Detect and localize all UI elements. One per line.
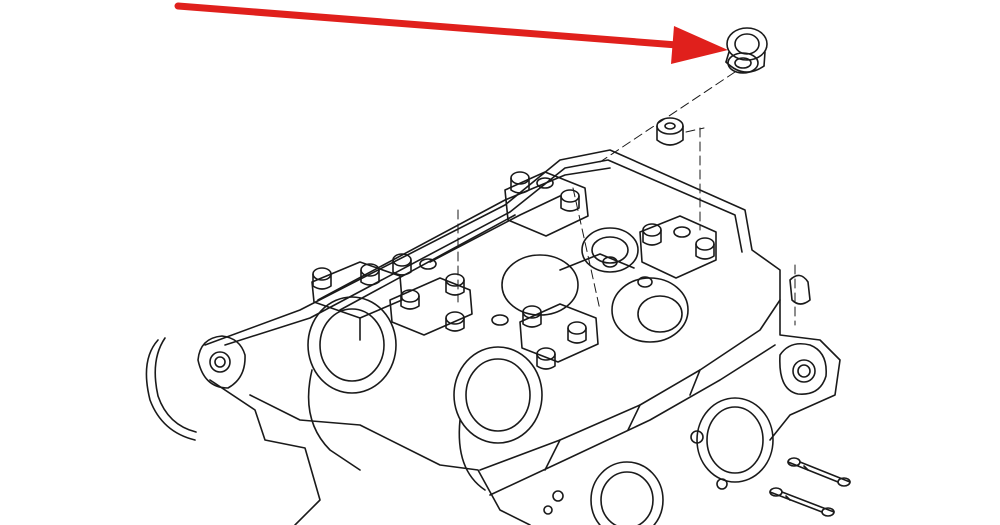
bolt (673, 226, 691, 238)
cylinder-head-body (145, 149, 841, 525)
camshaft-journal-bores (307, 227, 689, 491)
bearing-caps (311, 171, 717, 363)
bolt (567, 321, 587, 344)
pin (769, 487, 835, 517)
bolt (642, 223, 662, 246)
bolt (445, 273, 465, 296)
cap-bolts (312, 171, 715, 370)
dowel-pin (656, 117, 684, 146)
bolt (400, 289, 420, 310)
callout-arrow-shaft (174, 2, 694, 50)
bolt (637, 276, 653, 288)
bolt (491, 314, 509, 326)
bolt (536, 347, 556, 370)
bolt (392, 253, 412, 276)
bolt (536, 177, 554, 189)
callout-arrow (174, 2, 728, 64)
bolt (602, 256, 618, 268)
bolt (419, 258, 437, 270)
bolt (695, 237, 715, 260)
bolt (522, 305, 542, 328)
bolt (560, 189, 580, 212)
bolt (360, 263, 380, 286)
locating-pins (769, 457, 851, 517)
pin (787, 457, 851, 487)
callout-arrow-head (671, 26, 728, 64)
bolt (312, 267, 332, 290)
bolt (445, 311, 465, 332)
sleeve-bushing (725, 27, 768, 74)
bolt (510, 171, 530, 194)
